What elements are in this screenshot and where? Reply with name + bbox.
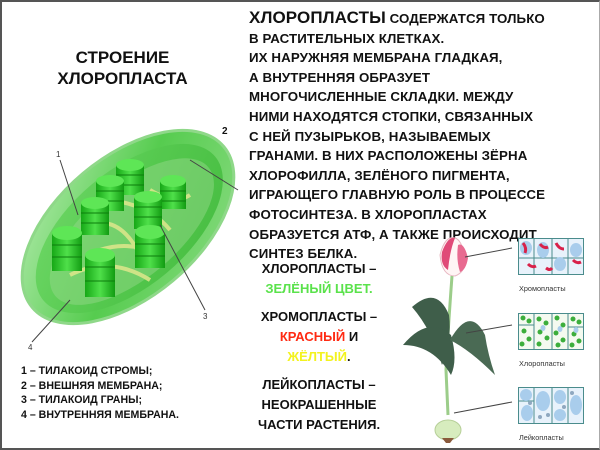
tulip-flower: [439, 237, 468, 277]
description-line: ИХ НАРУЖНЯЯ МЕМБРАНА ГЛАДКАЯ,: [249, 50, 503, 66]
leucoplast-desc-2: ЧАСТИ РАСТЕНИЯ.: [257, 417, 381, 432]
label-2: 2: [222, 126, 228, 137]
description-text: ХЛОРОПЛАСТЫ СОДЕРЖАТСЯ ТОЛЬКО В РАСТИТЕЛ…: [249, 8, 599, 264]
grana-stacks: [52, 159, 186, 297]
legend-item: 2 – ВНЕШНЯЯ МЕМБРАНА;: [21, 379, 163, 392]
description-line: ГРАНАМИ. В НИХ РАСПОЛОЖЕНЫ ЗЁРНА: [249, 148, 528, 164]
description-line: НИМИ НАХОДЯТСЯ СТОПКИ, СВЯЗАННЫХ: [249, 108, 534, 124]
chromoplast-dot: .: [346, 349, 351, 364]
chloroplast-title: ХЛОРОПЛАСТЫ –: [261, 261, 377, 276]
description-line: СИНТЕЗ БЕЛКА.: [249, 246, 358, 262]
legend-item: 3 – ТИЛАКОИД ГРАНЫ;: [21, 394, 142, 406]
chromoplast-label: Хромопласты: [519, 284, 566, 293]
chloroplast-label: Хлоропласты: [519, 359, 565, 368]
tulip-leaves: [403, 297, 495, 375]
cell-samples: Хромопласты Хлоропласты Лейкопласты: [518, 238, 588, 444]
label-4: 4: [28, 343, 33, 350]
title-line-2: ХЛОРОПЛАСТА: [57, 69, 188, 88]
description-line: В РАСТИТЕЛЬНЫХ КЛЕТКАХ.: [249, 30, 445, 46]
leucoplast-desc-1: НЕОКРАШЕННЫЕ: [261, 397, 377, 412]
description-line: ОБРАЗУЕТСЯ АТФ, А ТАКЖЕ ПРОИСХОДИТ: [249, 226, 537, 242]
leucoplast-cells-image: [518, 387, 584, 424]
chloroplast-sample: Хлоропласты: [518, 313, 588, 370]
title-line-1: СТРОЕНИЕ: [75, 48, 170, 67]
chloroplast-cells-image: [518, 313, 584, 350]
leucoplast-label: Лейкопласты: [519, 433, 564, 442]
leader-lines: [31, 159, 239, 343]
tulip-illustration: [403, 237, 513, 443]
chromoplast-red: КРАСНЫЙ: [279, 329, 346, 344]
chromoplast-yellow: ЖЁЛТЫЙ: [287, 349, 347, 364]
plant-leader-lines: [453, 247, 513, 414]
description-line: СОДЕРЖАТСЯ ТОЛЬКО: [385, 11, 545, 26]
chromoplast-cells-image: [518, 238, 584, 275]
legend-item: 1 – ТИЛАКОИД СТРОМЫ;: [21, 365, 153, 377]
description-line: С НЕЙ ПУЗЫРЬКОВ, НАЗЫВАЕМЫХ: [249, 128, 491, 144]
legend-item: 4 – ВНУТРЕННЯЯ МЕМБРАНА.: [21, 408, 179, 421]
outer-membrane: [20, 128, 236, 326]
chromoplast-and: И: [345, 329, 359, 344]
description-lead: ХЛОРОПЛАСТЫ: [249, 8, 386, 27]
description-line: ИГРАЮЩЕГО ГЛАВНУЮ РОЛЬ В ПРОЦЕССЕ: [249, 187, 546, 203]
chloroplast-color: ЗЕЛЁНЫЙ ЦВЕТ.: [265, 281, 373, 296]
chromoplast-title: ХРОМОПЛАСТЫ –: [260, 309, 378, 324]
label-3: 3: [203, 312, 208, 321]
description-line: ФОТОСИНТЕЗА. В ХЛОРОПЛАСТАХ: [249, 206, 487, 222]
description-line: А ВНУТРЕННЯЯ ОБРАЗУЕТ: [249, 69, 431, 85]
label-1: 1: [56, 150, 61, 159]
slide-title: СТРОЕНИЕ ХЛОРОПЛАСТА: [20, 47, 225, 89]
description-line: МНОГОЧИСЛЕННЫЕ СКЛАДКИ. МЕЖДУ: [249, 89, 514, 105]
chloroplast-diagram: 1 2 3 4: [20, 126, 239, 350]
leucoplast-sample: Лейкопласты: [518, 387, 588, 444]
diagram-legend: 1 – ТИЛАКОИД СТРОМЫ; 2 – ВНЕШНЯЯ МЕМБРАН…: [21, 364, 179, 422]
leucoplast-title: ЛЕЙКОПЛАСТЫ –: [262, 377, 376, 392]
tulip-bulb: [434, 419, 462, 443]
chromoplast-sample: Хромопласты: [518, 238, 588, 295]
plastid-summary: ХЛОРОПЛАСТЫ – ЗЕЛЁНЫЙ ЦВЕТ. ХРОМОПЛАСТЫ …: [244, 259, 394, 435]
description-line: ХЛОРОФИЛЛА, ЗЕЛЁНОГО ПИГМЕНТА,: [249, 167, 510, 183]
